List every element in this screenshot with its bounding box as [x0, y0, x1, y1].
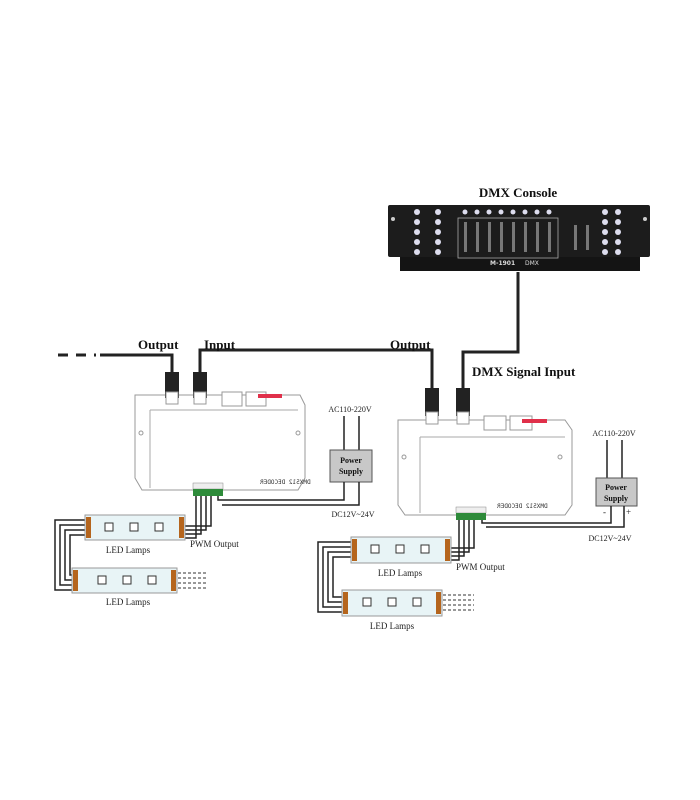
right-psu-line1: Power	[605, 483, 627, 492]
right-power-supply: Power Supply	[595, 477, 638, 507]
console-title: DMX Console	[479, 185, 558, 200]
left-decoder-label: DMX512 DECODER	[260, 479, 311, 486]
left-led-strip-2	[71, 567, 208, 594]
right-psu-dc-label: DC12V~24V	[589, 534, 632, 543]
dmx-console: M-1901 DMX	[388, 205, 650, 271]
left-psu-ac-label: AC110-220V	[328, 405, 371, 414]
dmx-cables	[58, 272, 520, 388]
left-lamp2-label: LED Lamps	[106, 597, 151, 607]
console-brand: DMX	[525, 260, 539, 267]
console-model: M-1901	[490, 260, 515, 267]
signal-input-label: DMX Signal Input	[472, 364, 576, 379]
right-psu-plus: +	[626, 507, 631, 517]
right-decoder-label: DMX512 DECODER	[497, 503, 548, 510]
right-lamp1-label: LED Lamps	[378, 568, 423, 578]
left-output-label: Output	[138, 337, 179, 352]
left-decoder: DMX512 DECODER	[134, 372, 311, 496]
left-led-strip-1	[84, 514, 186, 541]
right-lamp2-label: LED Lamps	[370, 621, 415, 631]
left-input-label: Input	[204, 337, 236, 352]
right-psu-ac-label: AC110-220V	[592, 429, 635, 438]
left-psu-line1: Power	[340, 456, 362, 465]
right-psu-line2: Supply	[604, 494, 628, 503]
right-psu-minus: -	[603, 507, 606, 517]
right-led-strip-1	[350, 536, 452, 564]
left-power-supply: Power Supply	[329, 449, 373, 483]
right-pwm-label: PWM Output	[456, 562, 505, 572]
left-psu-line2: Supply	[339, 467, 363, 476]
right-led-strip-2	[341, 589, 474, 617]
right-output-label: Output	[390, 337, 431, 352]
right-decoder: DMX512 DECODER	[397, 388, 573, 520]
left-lamp1-label: LED Lamps	[106, 545, 151, 555]
left-pwm-label: PWM Output	[190, 539, 239, 549]
left-psu-dc-label: DC12V~24V	[332, 510, 375, 519]
